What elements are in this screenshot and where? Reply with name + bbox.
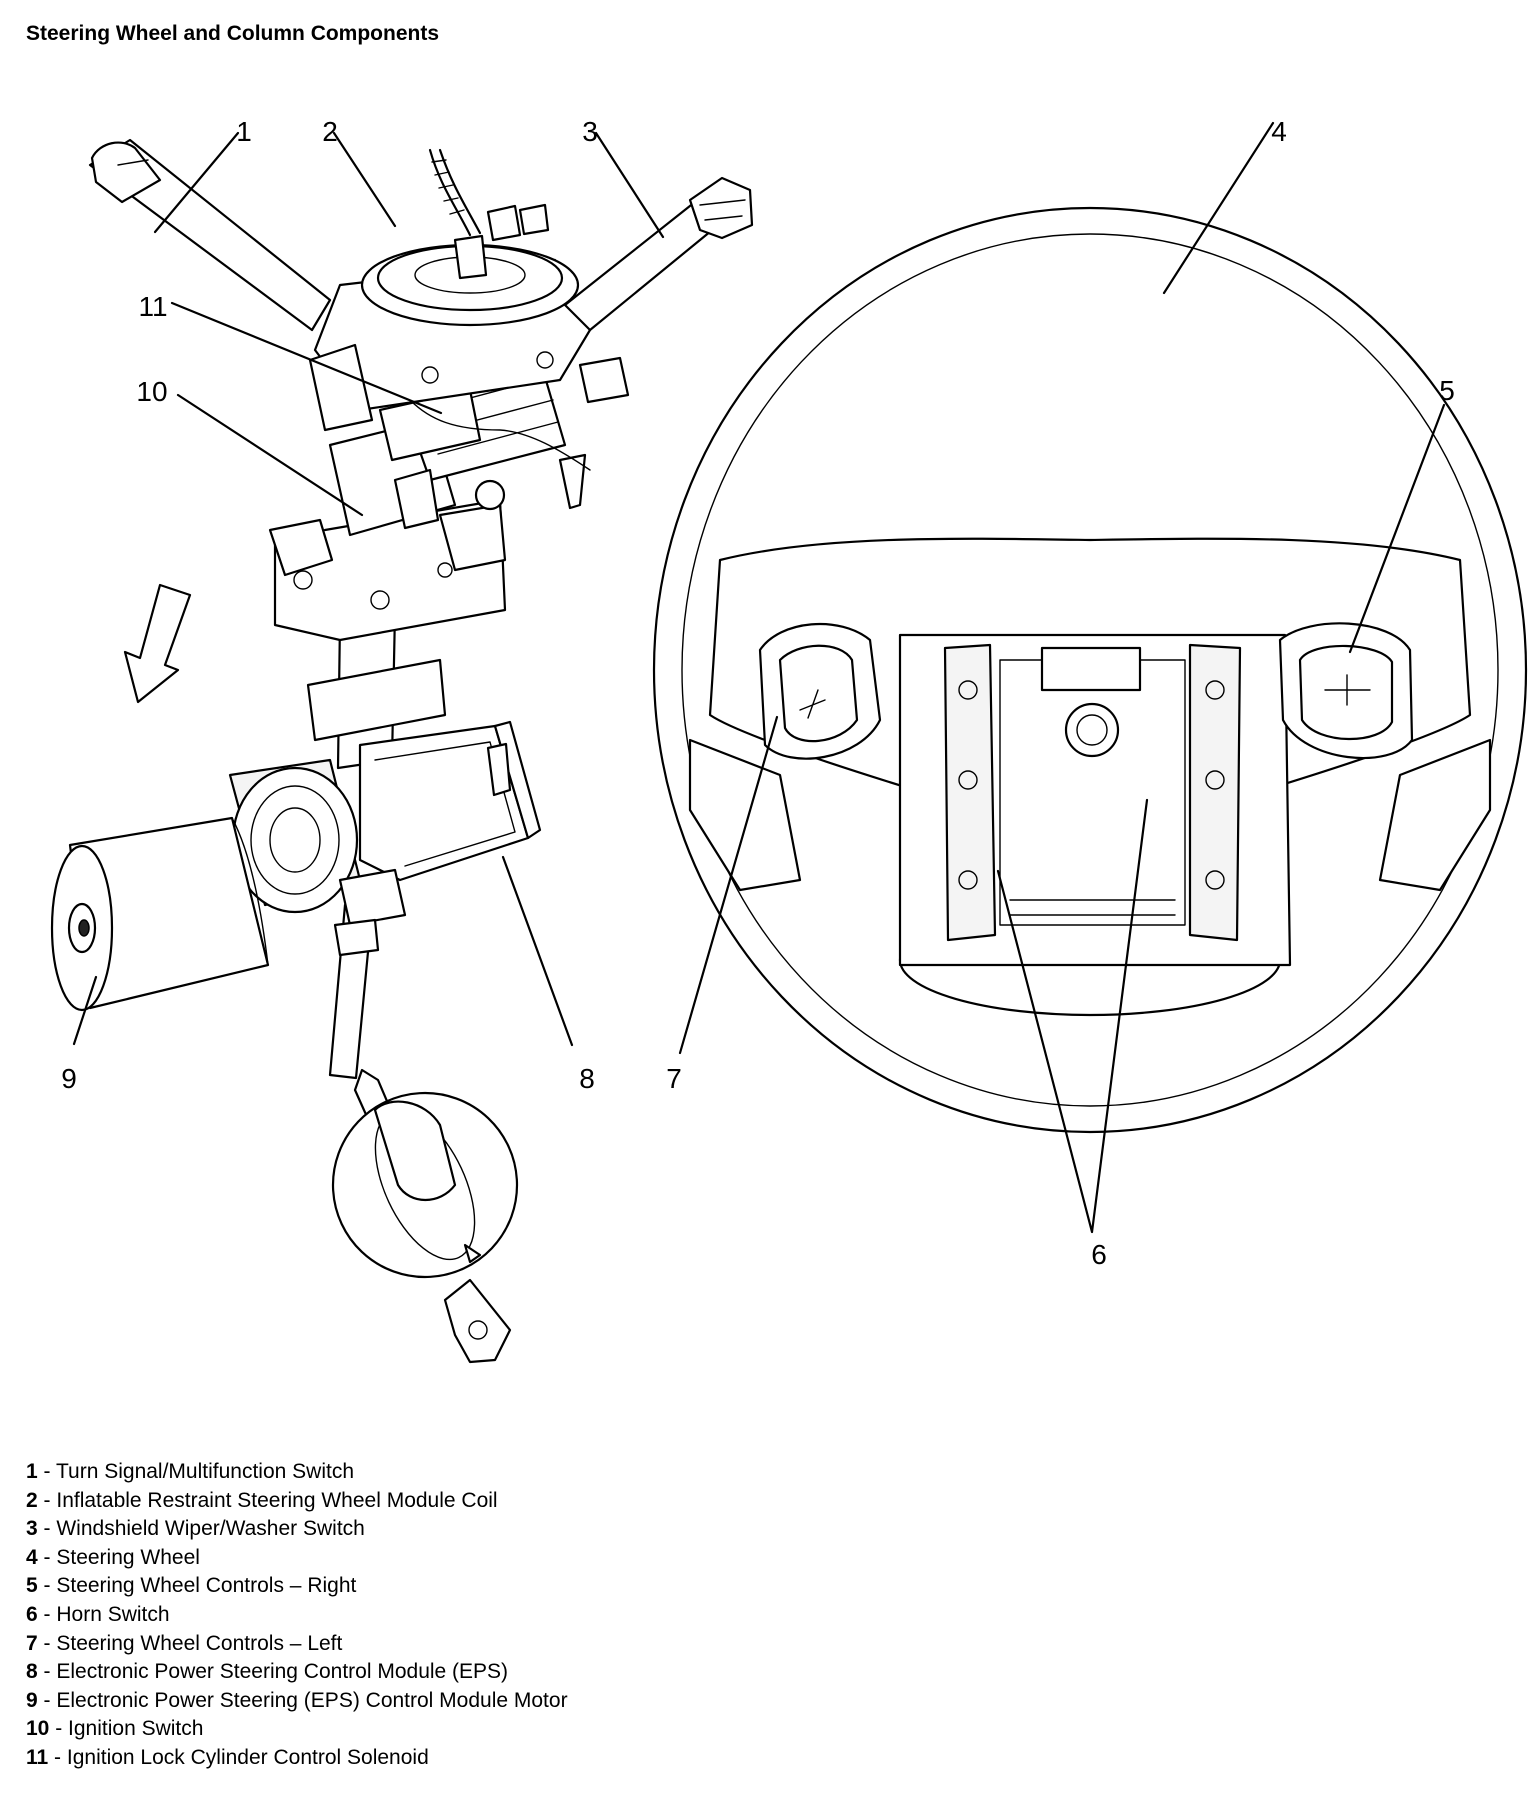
legend-number: 5 [26, 1574, 38, 1598]
legend-separator: - [37, 1574, 57, 1598]
legend-item-3: 3 - Windshield Wiper/Washer Switch [26, 1515, 568, 1544]
legend-separator: - [49, 1717, 69, 1741]
legend-label: Electronic Power Steering Control Module… [56, 1660, 509, 1684]
legend-item-4: 4 - Steering Wheel [26, 1544, 568, 1573]
legend-number: 6 [26, 1602, 38, 1626]
legend-separator: - [37, 1631, 57, 1655]
legend-label: Ignition Lock Cylinder Control Solenoid [66, 1745, 429, 1769]
leader-4 [1162, 121, 1275, 295]
leader-10 [176, 393, 364, 517]
legend-item-1: 1 - Turn Signal/Multifunction Switch [26, 1458, 568, 1487]
legend-label: Ignition Switch [68, 1717, 204, 1741]
leader-2 [332, 131, 397, 228]
steering-column-drawing [50, 138, 754, 1364]
legend-number: 4 [26, 1545, 38, 1569]
legend-label: Horn Switch [56, 1602, 170, 1626]
legend-item-11: 11 - Ignition Lock Cylinder Control Sole… [26, 1744, 568, 1773]
legend-item-6: 6 - Horn Switch [26, 1601, 568, 1630]
component-legend: 1 - Turn Signal/Multifunction Switch 2 -… [26, 1458, 568, 1773]
legend-number: 2 [26, 1488, 38, 1512]
leader-11 [170, 301, 443, 415]
legend-number: 8 [26, 1660, 38, 1684]
legend-separator: - [37, 1488, 57, 1512]
legend-number: 11 [26, 1745, 49, 1769]
legend-separator: - [37, 1545, 57, 1569]
leader-5 [1348, 403, 1446, 654]
legend-label: Steering Wheel Controls – Right [56, 1574, 357, 1598]
legend-number: 1 [26, 1460, 38, 1483]
legend-number: 7 [26, 1631, 38, 1655]
leader-6 [996, 798, 1149, 1234]
callout-5: 5 [1439, 375, 1455, 406]
legend-separator: - [37, 1460, 56, 1483]
legend-item-5: 5 - Steering Wheel Controls – Right [26, 1572, 568, 1601]
legend-separator: - [37, 1517, 57, 1541]
legend-item-7: 7 - Steering Wheel Controls – Left [26, 1630, 568, 1659]
legend-item-9: 9 - Electronic Power Steering (EPS) Cont… [26, 1687, 568, 1716]
leader-lines [72, 121, 1446, 1234]
callout-11: 11 [138, 291, 167, 322]
callout-10: 10 [136, 376, 167, 407]
legend-separator: - [48, 1745, 67, 1769]
callout-7: 7 [666, 1063, 682, 1094]
legend-label: Steering Wheel [56, 1545, 200, 1569]
leader-3 [594, 131, 665, 239]
legend-number: 10 [26, 1717, 50, 1741]
callout-9: 9 [61, 1063, 77, 1094]
diagram-title: Steering Wheel and Column Components [26, 22, 440, 45]
leader-1 [153, 131, 240, 234]
legend-item-8: 8 - Electronic Power Steering Control Mo… [26, 1658, 568, 1687]
legend-item-2: 2 - Inflatable Restraint Steering Wheel … [26, 1487, 568, 1516]
legend-label: Windshield Wiper/Washer Switch [56, 1517, 365, 1541]
callout-6: 6 [1091, 1239, 1107, 1270]
legend-number: 9 [26, 1688, 38, 1712]
leader-7 [678, 715, 779, 1055]
leader-8 [501, 855, 574, 1047]
callout-3: 3 [582, 116, 598, 147]
callout-4: 4 [1271, 116, 1287, 147]
leader-9 [72, 975, 98, 1046]
callout-8: 8 [579, 1063, 595, 1094]
legend-label: Turn Signal/Multifunction Switch [55, 1460, 355, 1483]
callout-2: 2 [322, 116, 338, 147]
legend-label: Inflatable Restraint Steering Wheel Modu… [56, 1488, 498, 1512]
legend-separator: - [37, 1602, 57, 1626]
legend-number: 3 [26, 1517, 38, 1541]
legend-label: Steering Wheel Controls – Left [56, 1631, 343, 1655]
component-diagram: 1 2 3 4 5 6 7 8 9 10 11 [50, 116, 1528, 1364]
legend-separator: - [37, 1688, 57, 1712]
legend-item-10: 10 - Ignition Switch [26, 1715, 568, 1744]
callout-1: 1 [236, 116, 252, 147]
legend-separator: - [37, 1660, 57, 1684]
legend-label: Electronic Power Steering (EPS) Control … [56, 1688, 568, 1712]
steering-wheel-drawing [652, 206, 1528, 1134]
